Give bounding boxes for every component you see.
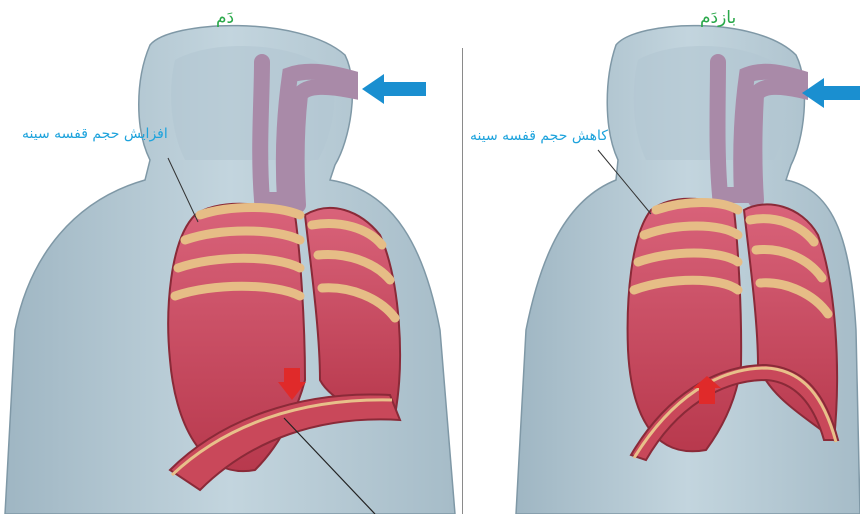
exhale-illustration xyxy=(466,0,860,514)
airflow-in-arrow xyxy=(362,74,426,104)
inhale-callout: افزایش حجم قفسه سینه xyxy=(22,126,168,142)
inhale-title: دَم xyxy=(216,8,234,28)
inhale-panel: دَم افزایش حجم قفسه سینه xyxy=(0,0,460,514)
exhale-panel: بازدَم کاهش حجم قفسه سینه xyxy=(466,0,860,514)
panel-divider xyxy=(462,48,463,514)
exhale-callout: کاهش حجم قفسه سینه xyxy=(470,128,608,144)
inhale-illustration xyxy=(0,0,460,514)
airflow-arrow xyxy=(802,78,860,108)
exhale-title: بازدَم xyxy=(700,8,736,28)
